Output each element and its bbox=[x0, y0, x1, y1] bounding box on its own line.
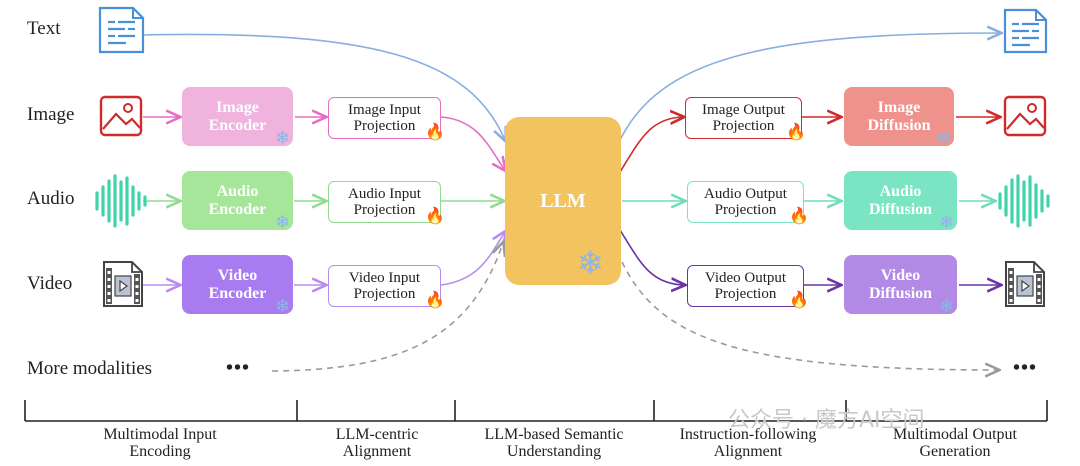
stage-5-line1: Multimodal Output bbox=[893, 426, 1017, 443]
image-input-projection-label-line2: Projection bbox=[353, 118, 416, 134]
stage-4-line1: Instruction-following bbox=[679, 426, 817, 443]
audio-diffusion-label-line1: Audio bbox=[879, 182, 922, 200]
llm-snowflake-icon: ❄ bbox=[577, 245, 604, 281]
image-output-projection-label-line2: Projection bbox=[712, 118, 775, 134]
row-label-video: Video bbox=[27, 273, 73, 294]
audio-encoder-snowflake-icon: ❄ bbox=[275, 212, 291, 232]
image-encoder-snowflake-icon: ❄ bbox=[275, 128, 291, 148]
more-input-ellipsis: ••• bbox=[226, 357, 251, 379]
image-input-projection-fire-icon: 🔥 bbox=[425, 124, 445, 141]
stage-1-line1: Multimodal Input bbox=[103, 426, 217, 443]
image-input-projection-label-line1: Image Input bbox=[348, 102, 421, 118]
stage-label-output-generation: Multimodal Output Generation bbox=[850, 426, 1060, 460]
image-diffusion-snowflake-icon: ❄ bbox=[936, 128, 952, 148]
video-diffusion-box: Video Diffusion bbox=[844, 255, 957, 314]
image-picture-icon bbox=[99, 95, 143, 137]
audio-input-projection-label-line2: Projection bbox=[353, 202, 416, 218]
text-document-icon bbox=[98, 6, 145, 54]
llm-label: LLM bbox=[540, 190, 586, 212]
video-input-projection-box: Video Input Projection bbox=[328, 265, 441, 307]
audio-diffusion-label-line2: Diffusion bbox=[868, 200, 933, 218]
image-input-projection-box: Image Input Projection bbox=[328, 97, 441, 139]
image-diffusion-label-line1: Image bbox=[877, 98, 921, 116]
more-output-ellipsis: ••• bbox=[1013, 357, 1038, 379]
llm-to-image-output-wire bbox=[619, 117, 683, 173]
audio-output-projection-label-line2: Projection bbox=[714, 202, 777, 218]
image-output-projection-box: Image Output Projection bbox=[685, 97, 802, 139]
stage-3-line2: Understanding bbox=[506, 443, 602, 460]
video-film-icon bbox=[103, 261, 143, 307]
audio-input-projection-label-line1: Audio Input bbox=[348, 186, 421, 202]
audio-encoder-label-line2: Encoder bbox=[208, 200, 267, 218]
audio-output-waveform-icon bbox=[998, 174, 1050, 228]
video-encoder-snowflake-icon: ❄ bbox=[275, 296, 291, 316]
stage-4-line2: Alignment bbox=[713, 443, 783, 460]
video-output-projection-box: Video Output Projection bbox=[687, 265, 804, 307]
llm-to-video-output-wire bbox=[619, 229, 684, 285]
video-input-projection-label-line1: Video Input bbox=[348, 270, 421, 286]
audio-diffusion-snowflake-icon: ❄ bbox=[939, 212, 955, 232]
row-label-image: Image bbox=[27, 104, 75, 125]
stage-bracket bbox=[24, 400, 1048, 422]
stage-label-instruction-following-alignment: Instruction-following Alignment bbox=[652, 426, 844, 460]
video-input-projection-fire-icon: 🔥 bbox=[425, 292, 445, 309]
audio-diffusion-box: Audio Diffusion bbox=[844, 171, 957, 230]
row-label-more-modalities: More modalities bbox=[27, 358, 153, 379]
stage-3-line1: LLM-based Semantic bbox=[484, 426, 624, 443]
text-output-wire bbox=[619, 33, 1000, 141]
image-output-projection-label-line1: Image Output bbox=[702, 102, 785, 118]
image-encoder-label-line1: Image bbox=[216, 98, 259, 116]
audio-output-projection-box: Audio Output Projection bbox=[687, 181, 804, 223]
video-projection-to-llm-wire bbox=[440, 232, 505, 286]
video-output-projection-fire-icon: 🔥 bbox=[789, 292, 809, 309]
watermark-text: 公众号 · 魔方AI空间 bbox=[728, 408, 925, 433]
image-output-picture-icon bbox=[1003, 95, 1047, 137]
video-output-film-icon bbox=[1005, 261, 1045, 307]
stage-label-input-encoding: Multimodal Input Encoding bbox=[60, 426, 260, 460]
more-input-wire bbox=[271, 243, 503, 372]
row-label-audio: Audio bbox=[27, 188, 75, 209]
video-output-projection-label-line2: Projection bbox=[714, 286, 777, 302]
stage-label-llm-centric-alignment: LLM-centric Alignment bbox=[300, 426, 454, 460]
video-input-projection-label-line2: Projection bbox=[353, 286, 416, 302]
audio-input-projection-fire-icon: 🔥 bbox=[425, 208, 445, 225]
image-diffusion-box: Image Diffusion bbox=[844, 87, 954, 146]
image-encoder-box: Image Encoder bbox=[182, 87, 293, 146]
video-encoder-label-line1: Video bbox=[217, 266, 258, 284]
stage-2-line1: LLM-centric bbox=[335, 426, 419, 443]
video-diffusion-label-line1: Video bbox=[880, 266, 921, 284]
row-label-text: Text bbox=[27, 18, 61, 39]
video-diffusion-label-line2: Diffusion bbox=[868, 284, 933, 302]
audio-input-projection-box: Audio Input Projection bbox=[328, 181, 441, 223]
audio-output-projection-fire-icon: 🔥 bbox=[789, 208, 809, 225]
audio-encoder-label-line1: Audio bbox=[216, 182, 259, 200]
image-diffusion-label-line2: Diffusion bbox=[867, 116, 931, 134]
stage-2-line2: Alignment bbox=[342, 443, 412, 460]
video-output-projection-label-line1: Video Output bbox=[704, 270, 787, 286]
more-output-wire bbox=[621, 261, 998, 370]
audio-waveform-icon bbox=[95, 174, 147, 228]
video-encoder-box: Video Encoder bbox=[182, 255, 293, 314]
stage-1-line2: Encoding bbox=[129, 443, 191, 460]
text-input-wire bbox=[142, 33, 505, 140]
llm-box bbox=[505, 117, 621, 285]
image-output-projection-fire-icon: 🔥 bbox=[786, 124, 806, 141]
stage-label-semantic-understanding: LLM-based Semantic Understanding bbox=[456, 426, 652, 460]
text-output-document-icon bbox=[1003, 8, 1048, 54]
audio-encoder-box: Audio Encoder bbox=[182, 171, 293, 230]
video-encoder-label-line2: Encoder bbox=[208, 284, 267, 302]
image-projection-to-llm-wire bbox=[440, 116, 505, 170]
image-encoder-label-line2: Encoder bbox=[208, 116, 267, 134]
video-diffusion-snowflake-icon: ❄ bbox=[939, 296, 955, 316]
stage-5-line2: Generation bbox=[919, 443, 991, 460]
audio-output-projection-label-line1: Audio Output bbox=[704, 186, 787, 202]
